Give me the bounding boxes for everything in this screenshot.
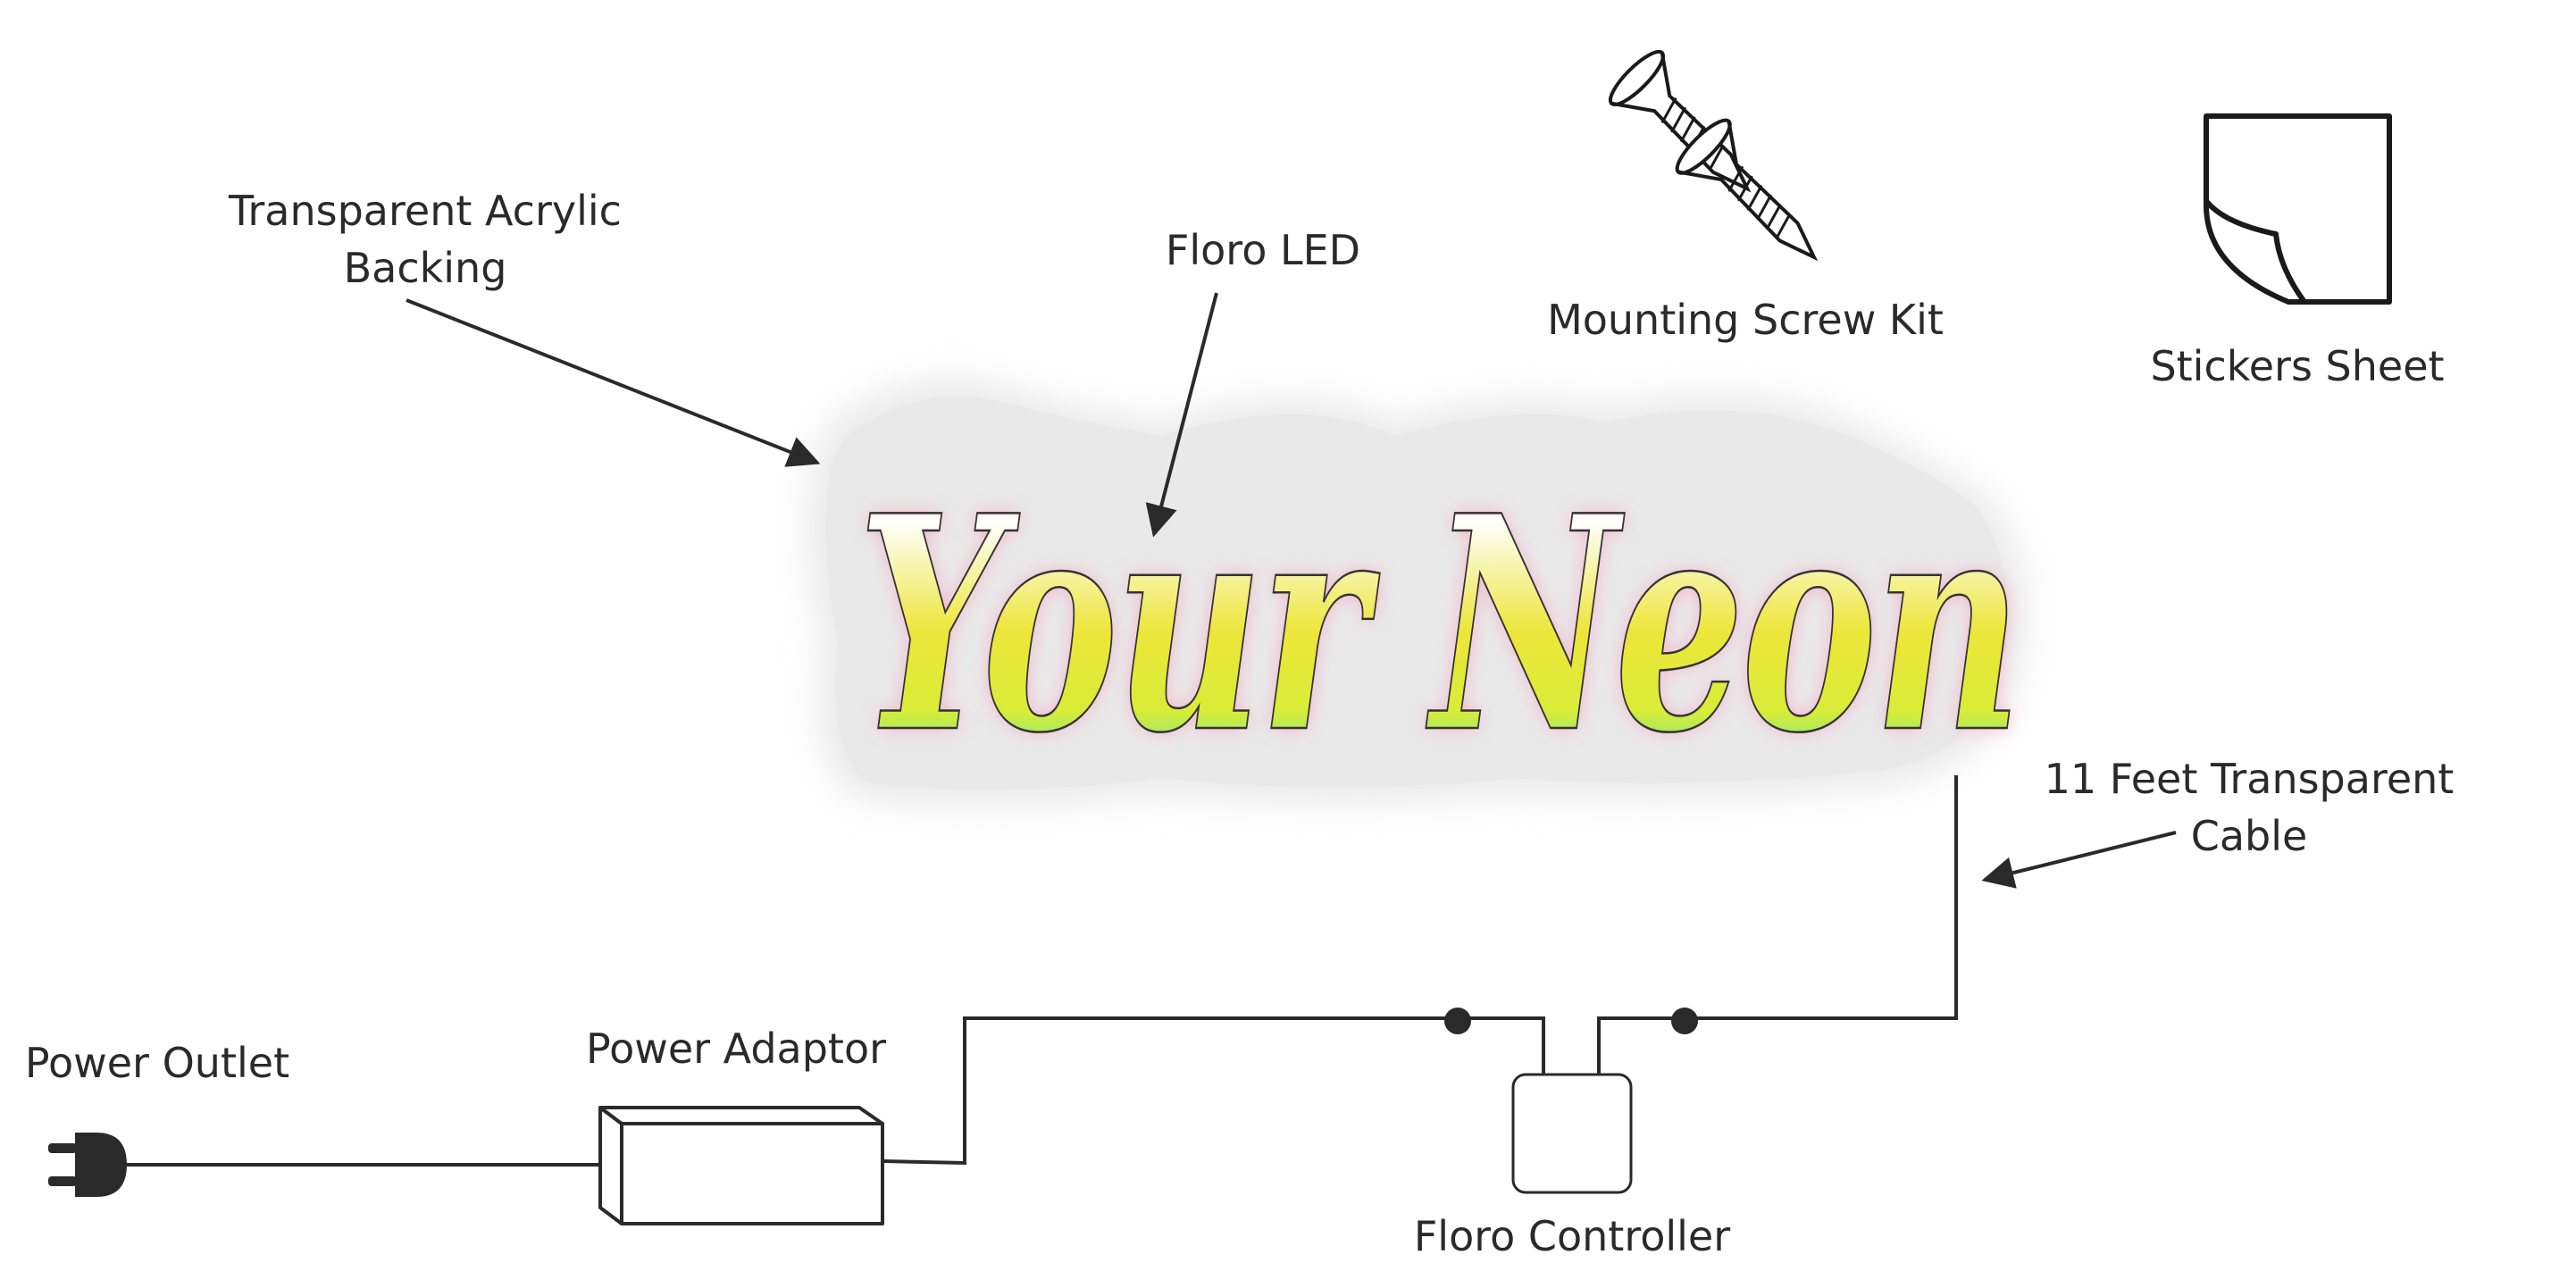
leader-arrows: [406, 292, 2177, 889]
screw-kit-label: Mounting Screw Kit: [1547, 296, 1944, 344]
controller-to-sign-cable: [1597, 775, 1958, 1075]
controller-label: Floro Controller: [1414, 1212, 1730, 1260]
plug-icon: [48, 1133, 127, 1197]
floro-led-label: Floro LED: [1166, 226, 1360, 274]
stickers-label: Stickers Sheet: [2150, 342, 2444, 390]
cable-arrow: [1981, 831, 2177, 889]
acrylic-label-line1: Transparent Acrylic: [228, 187, 622, 235]
adaptor-to-controller-cable: [883, 1016, 1545, 1166]
labels: Transparent Acrylic Backing Floro LED Mo…: [25, 187, 2454, 1260]
neon-sign: Your Neon Your Neon: [857, 450, 2026, 799]
floro-controller-box: [1511, 1073, 1633, 1194]
acrylic-arrow: [406, 298, 821, 467]
acrylic-label-line2: Backing: [344, 244, 507, 292]
wiring: [127, 775, 1958, 1167]
floro-led-arrow: [1145, 292, 1218, 538]
sticker-sheet-icon: [2204, 113, 2392, 305]
power-adaptor-box: [598, 1106, 884, 1225]
svg-text:Your Neon: Your Neon: [857, 451, 2019, 798]
cable-junction-right: [1671, 1008, 1698, 1034]
cable-label-line2: Cable: [2191, 812, 2308, 860]
neon-sign-text: Your Neon: [857, 451, 2019, 798]
acrylic-backing: [806, 378, 2028, 807]
cable-label-line1: 11 Feet Transparent: [2045, 755, 2455, 803]
screw-icon: [1608, 49, 1819, 262]
cable-junction-left: [1444, 1008, 1471, 1034]
power-outlet-label: Power Outlet: [25, 1039, 289, 1087]
power-adaptor-label: Power Adaptor: [586, 1025, 886, 1073]
